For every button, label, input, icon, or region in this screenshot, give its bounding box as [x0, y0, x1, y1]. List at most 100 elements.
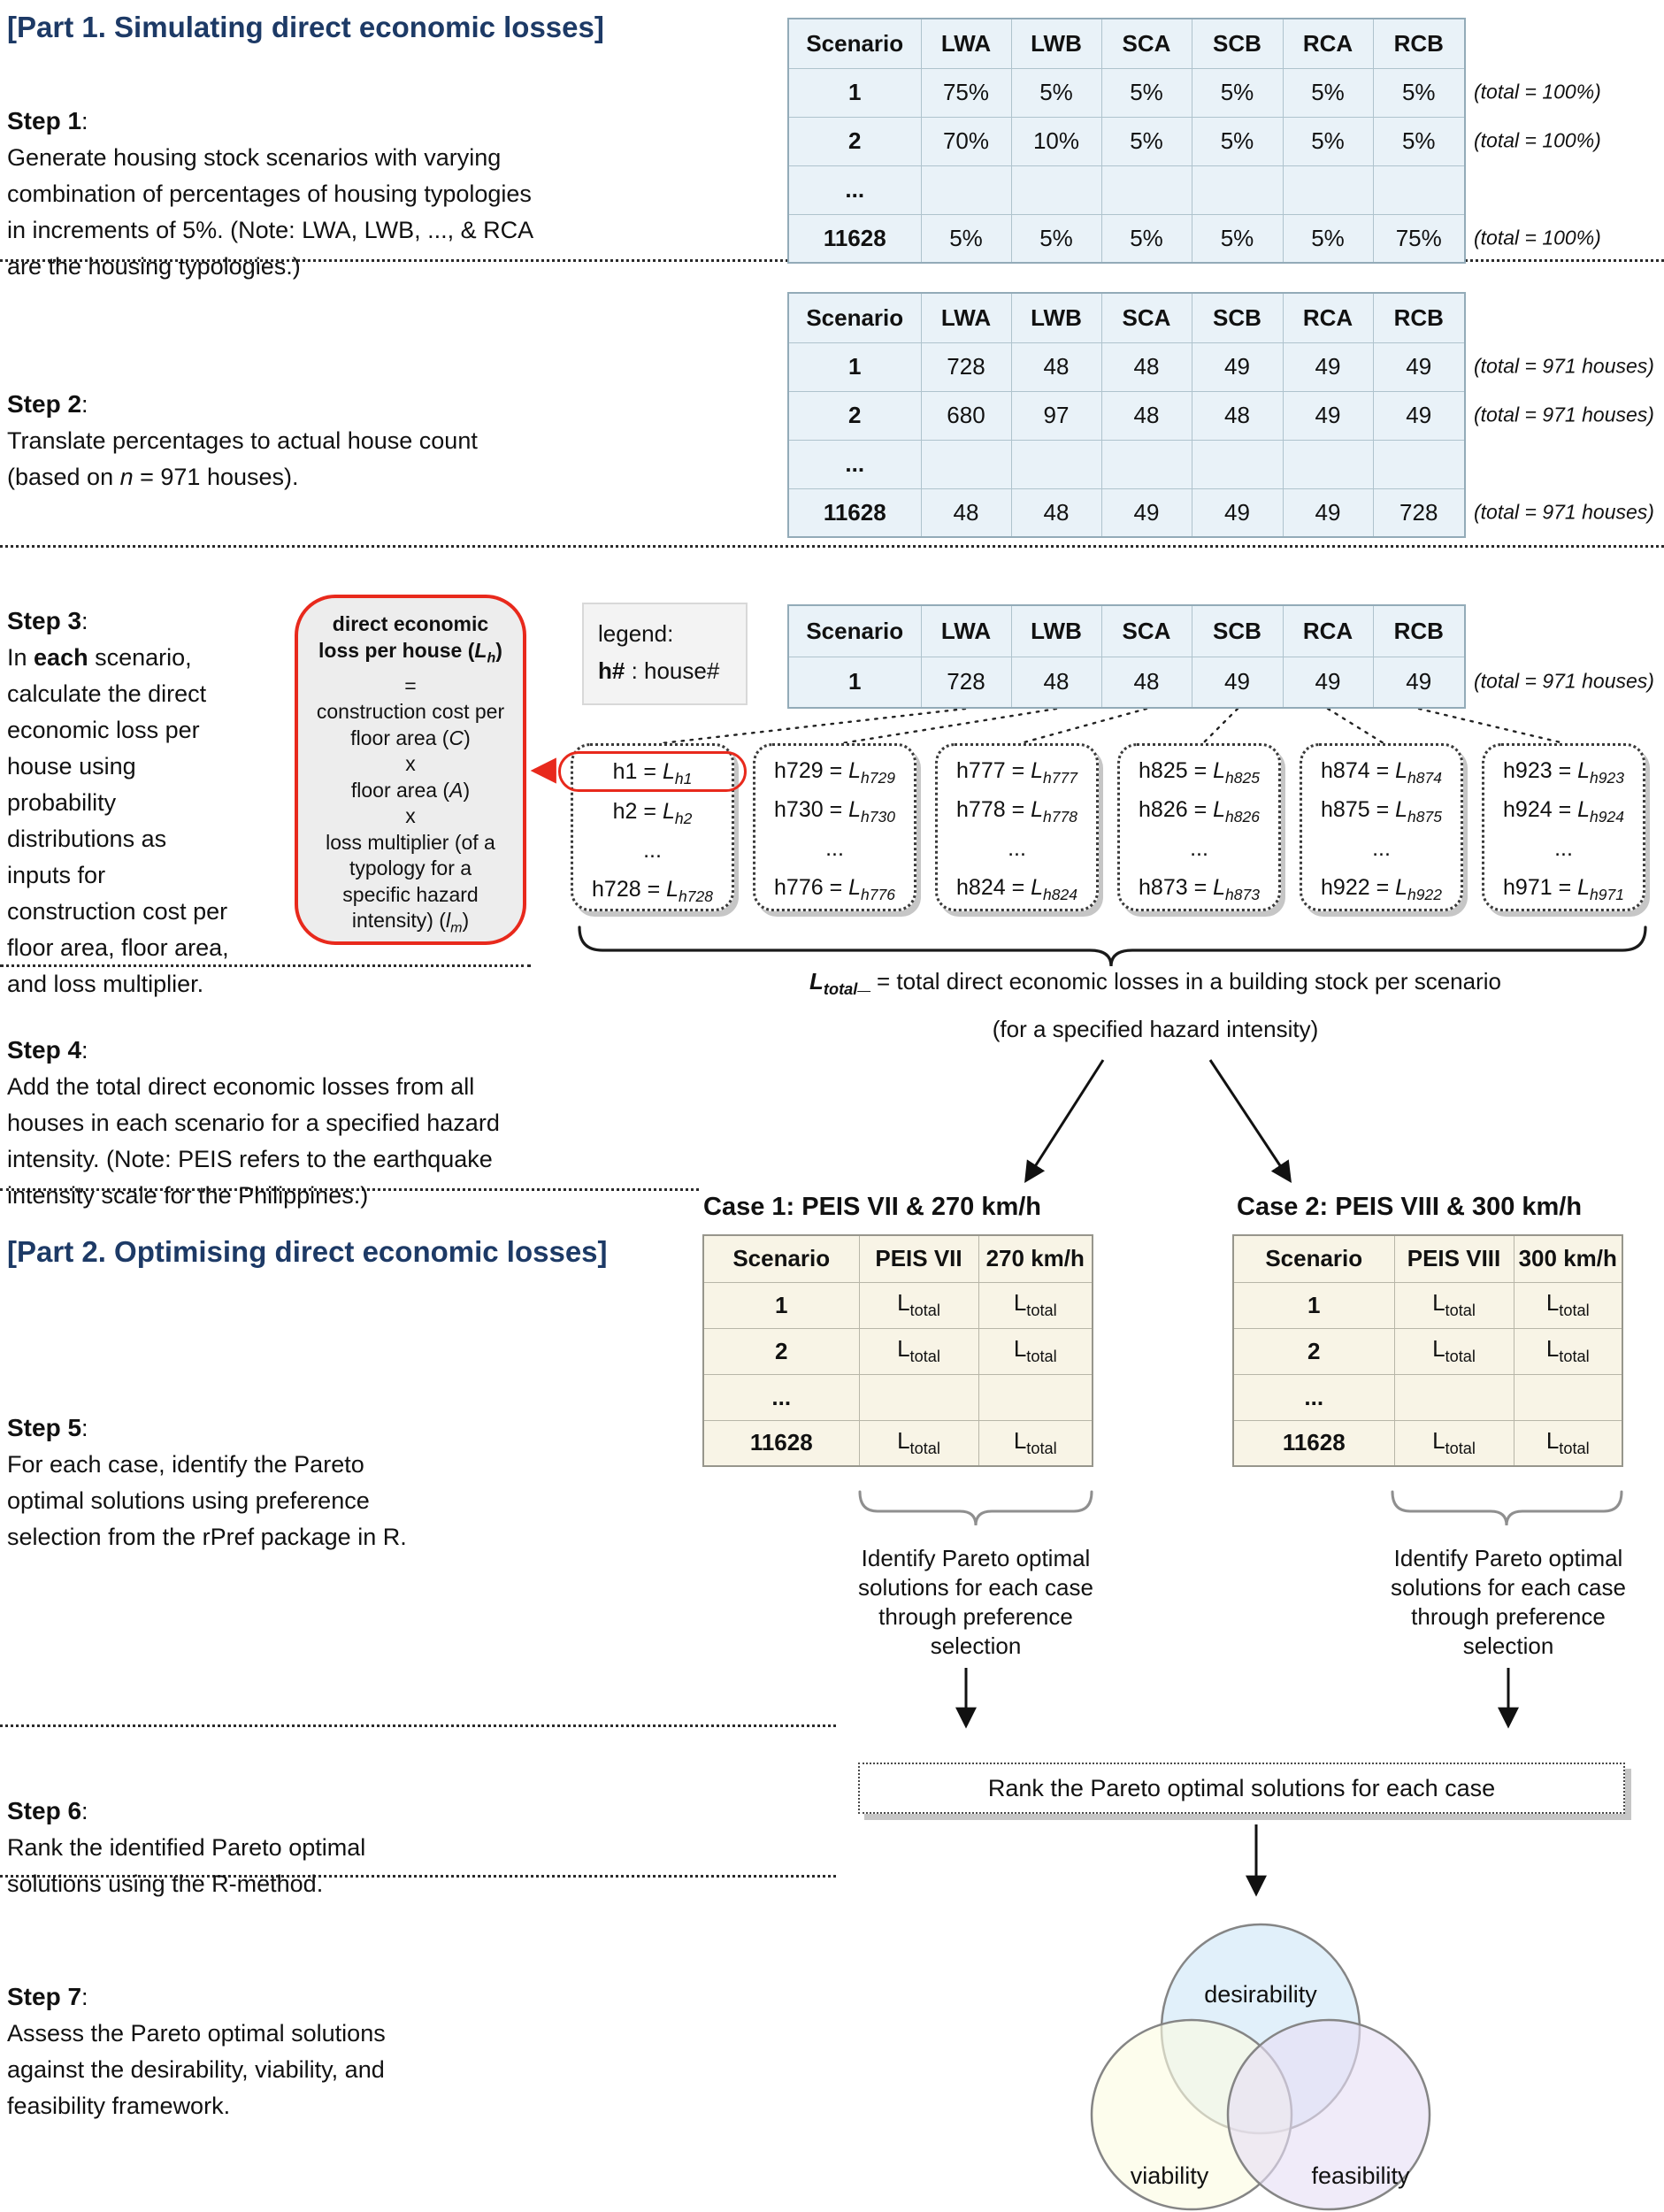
house-loss-item: h923 = Lh923	[1503, 758, 1624, 787]
table-cell: 5%	[1191, 116, 1284, 166]
house-loss-item: ...	[643, 838, 662, 863]
table-cell: 97	[1010, 390, 1102, 441]
table-cell: 1	[1232, 1281, 1395, 1329]
table-cell: Ltotal	[1513, 1419, 1623, 1467]
house-loss-item: h728 = Lh728	[592, 877, 713, 905]
column-header: RCB	[1372, 18, 1466, 69]
column-header: PEIS VIII	[1393, 1234, 1514, 1283]
table-scenario1-annotation: (total = 971 houses)	[1474, 669, 1654, 693]
table-cell: 70%	[920, 116, 1012, 166]
table-cell: 48	[920, 488, 1012, 538]
venn-label-feasibility: feasibility	[1311, 2162, 1410, 2189]
table-cell: 5%	[1282, 213, 1374, 264]
table-cell: 5%	[1191, 213, 1284, 264]
separator-5	[0, 1724, 836, 1727]
house-loss-item: h824 = Lh824	[956, 875, 1077, 903]
table-cell: 49	[1100, 488, 1192, 538]
table-cell: 48	[1010, 342, 1102, 392]
table-cell	[1100, 439, 1192, 489]
step-4: Step 4: Add the total direct economic lo…	[7, 1036, 500, 1209]
table-cell: 680	[920, 390, 1012, 441]
table-cell: 728	[920, 656, 1012, 709]
column-header: RCB	[1372, 292, 1466, 343]
legend-title: legend:	[598, 620, 674, 647]
house-loss-item: h777 = Lh777	[956, 758, 1077, 787]
arrow-to-case2	[1208, 1059, 1292, 1184]
step-5: Step 5: For each case, identify the Pare…	[7, 1414, 407, 1550]
step-7-text: Assess the Pareto optimal solutions agai…	[7, 2020, 386, 2119]
loss-formula-body: = construction cost per floor area (C) x…	[316, 673, 505, 936]
table-cell: Ltotal	[1393, 1281, 1514, 1329]
table-cell: 2	[787, 116, 922, 166]
column-header: LWA	[920, 292, 1012, 343]
table-cell	[1513, 1373, 1623, 1421]
case-2-title: Case 2: PEIS VIII & 300 km/h	[1237, 1193, 1583, 1221]
step-7-label: Step 7	[7, 1983, 82, 2010]
table-cell: 49	[1282, 342, 1374, 392]
table-cell: 5%	[1372, 67, 1466, 118]
table-cell: 49	[1372, 656, 1466, 709]
table-cell: 5%	[920, 213, 1012, 264]
table-cell: 49	[1372, 342, 1466, 392]
separator-3	[0, 964, 531, 967]
case1-brace	[858, 1490, 1093, 1526]
ltotal-brace	[578, 926, 1647, 967]
table-cell: 728	[1372, 488, 1466, 538]
step-1-text: Generate housing stock scenarios with va…	[7, 144, 534, 280]
table-house-counts-annotation: (total = 971 houses)	[1474, 403, 1654, 426]
house-loss-item: h924 = Lh924	[1503, 797, 1624, 826]
step-6-label: Step 6	[7, 1797, 82, 1824]
table-row: ...	[787, 439, 1466, 489]
table-percentages-annotation: (total = 100%)	[1474, 128, 1601, 152]
case2-brace	[1391, 1490, 1623, 1526]
table-cell: 1	[787, 342, 922, 392]
venn-label-desirability: desirability	[1204, 1981, 1317, 2008]
column-header: LWA	[920, 604, 1012, 657]
house-loss-item: h729 = Lh729	[774, 758, 895, 787]
table-cell: 2	[1232, 1327, 1395, 1375]
legend-box: legend: h# : house#	[582, 603, 748, 705]
step-5-label: Step 5	[7, 1414, 82, 1441]
table-percentages-annotation: (total = 100%)	[1474, 226, 1601, 250]
column-header: SCB	[1191, 18, 1284, 69]
table-cell: 11628	[702, 1419, 860, 1467]
venn-diagram	[1090, 1923, 1431, 2211]
separator-2	[0, 545, 1664, 548]
separator-6	[0, 1875, 836, 1878]
legend-entry: h# : house#	[598, 657, 720, 684]
house-loss-item: h874 = Lh874	[1321, 758, 1442, 787]
case-1-title: Case 1: PEIS VII & 270 km/h	[703, 1193, 1042, 1221]
step-2-text: Translate percentages to actual house co…	[7, 427, 478, 490]
table-cell: 5%	[1100, 116, 1192, 166]
column-header: SCA	[1100, 18, 1192, 69]
column-header: RCA	[1282, 18, 1374, 69]
house-loss-item: h825 = Lh825	[1139, 758, 1260, 787]
house-loss-item: ...	[1008, 836, 1026, 861]
step-6-text: Rank the identified Pareto optimal solut…	[7, 1834, 366, 1897]
table-cell: Ltotal	[978, 1327, 1093, 1375]
step-1: Step 1: Generate housing stock scenarios…	[7, 107, 534, 280]
table-cell: Ltotal	[978, 1281, 1093, 1329]
venn-label-viability: viability	[1130, 2162, 1209, 2189]
table-cell: Ltotal	[1513, 1327, 1623, 1375]
table-cell	[1372, 165, 1466, 215]
table-cell: Ltotal	[1513, 1281, 1623, 1329]
table-cell: 2	[787, 390, 922, 441]
table-cell: 49	[1282, 390, 1374, 441]
house-loss-item: h2 = Lh2	[612, 799, 693, 827]
column-header: Scenario	[702, 1234, 860, 1283]
step-4-label: Step 4	[7, 1036, 82, 1064]
venn-circle-feasibility	[1226, 2018, 1431, 2211]
column-header: SCB	[1191, 604, 1284, 657]
table-cell: Ltotal	[858, 1419, 979, 1467]
